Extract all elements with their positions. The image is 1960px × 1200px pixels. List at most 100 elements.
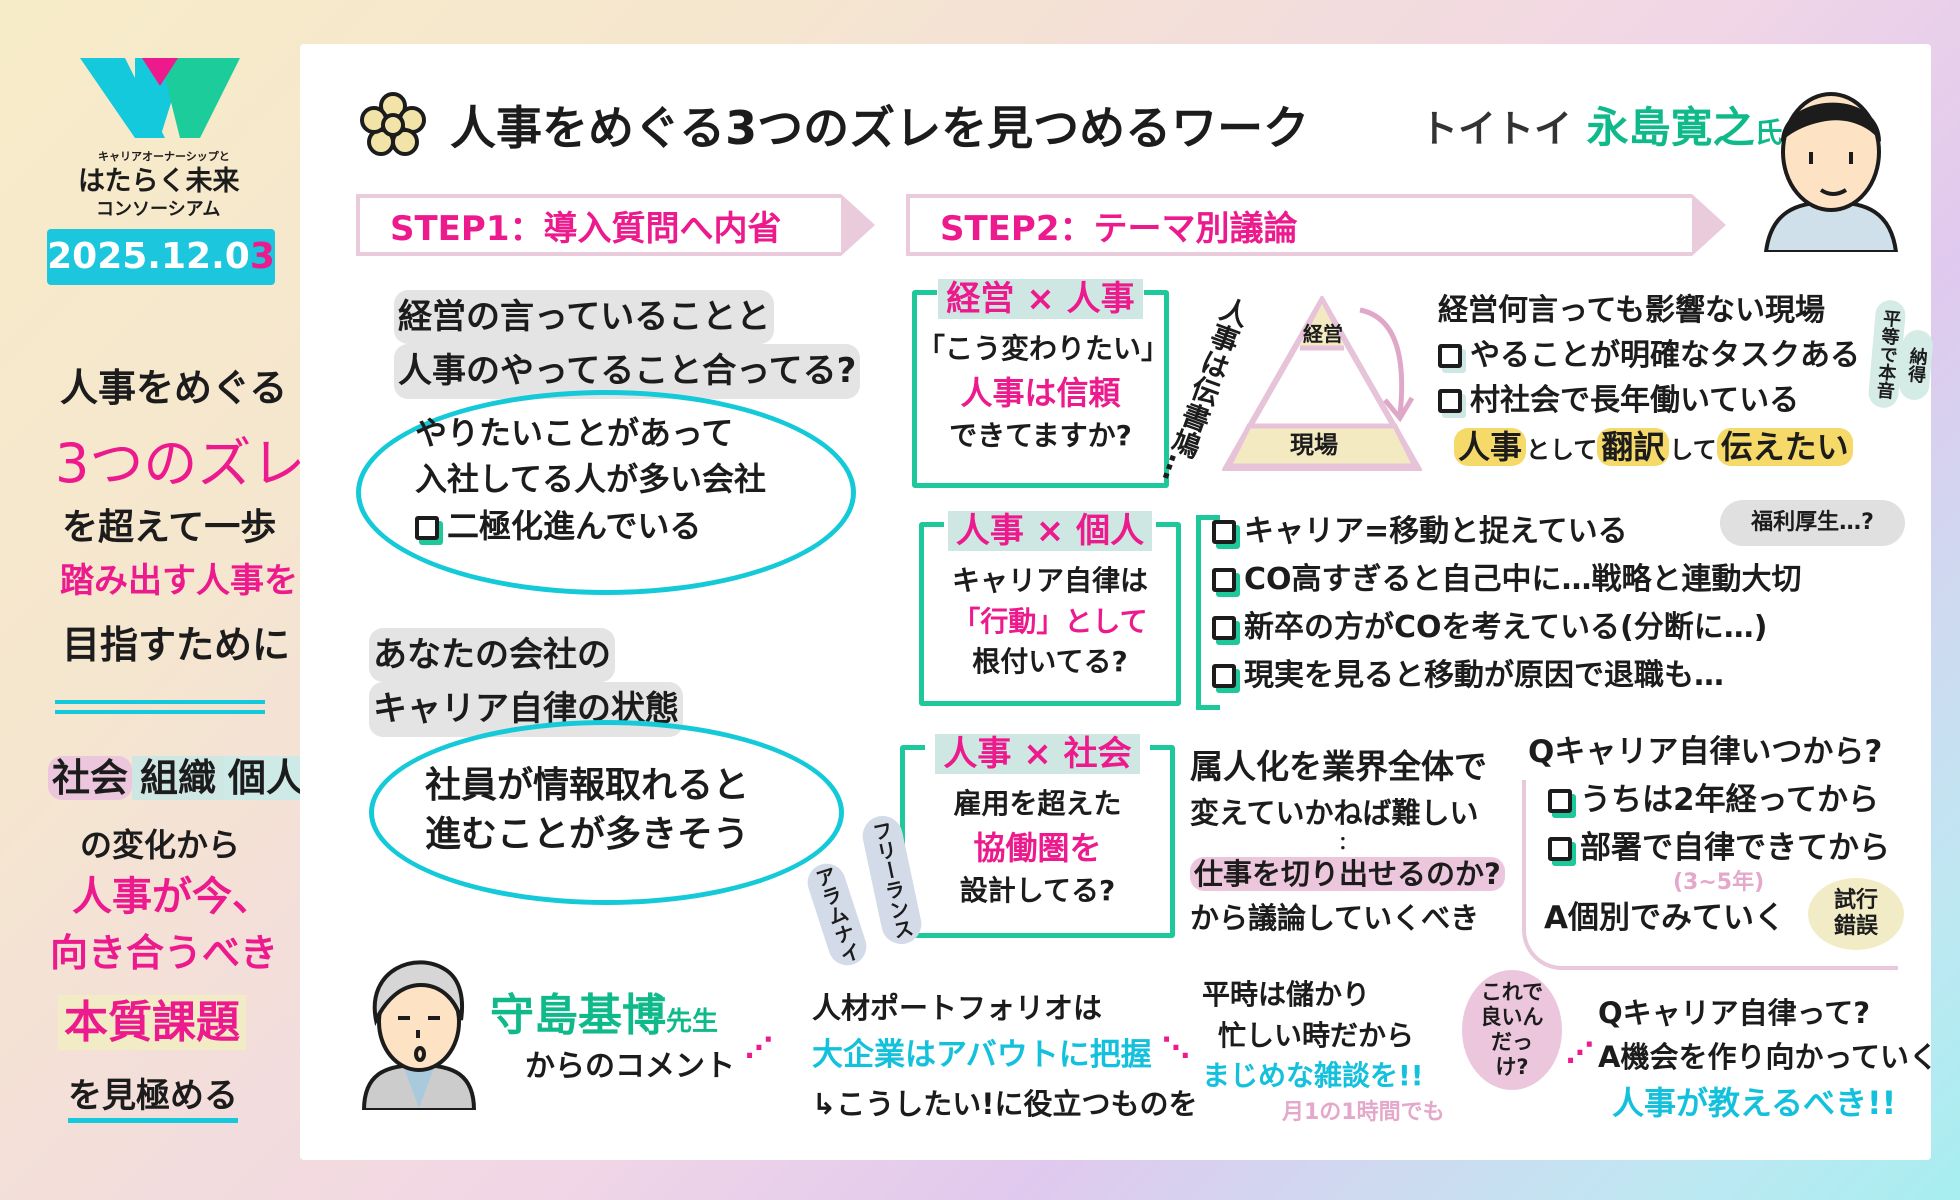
c0: 人事	[1454, 428, 1527, 466]
discussion-line: から議論していくべき	[1190, 900, 1480, 935]
flower-icon	[360, 92, 426, 156]
theme-box-management-hr: 経営 × 人事 「こう変わりたい」人事は信頼できてますか?	[912, 271, 1170, 488]
theme-title-text: 人事 × 個人	[947, 511, 1153, 551]
dots-connector: ⋰	[1566, 1036, 1594, 1069]
notes-conclusion: 人事として翻訳して伝えたい	[1454, 423, 1860, 471]
question-bubble: これで良いんだっけ?	[1462, 970, 1562, 1090]
org-main: はたらく未来	[78, 166, 240, 197]
professor-avatar	[361, 960, 477, 1110]
checkbox-icon	[1438, 389, 1462, 413]
theme-line: 「こう変わりたい」	[917, 332, 1170, 365]
answer-ellipse-2	[369, 720, 844, 905]
pyramid-diagram	[1222, 296, 1422, 471]
notes-item-text: 村社会で長年働いている	[1470, 383, 1800, 418]
theme-line: 設計してる?	[959, 873, 1116, 907]
headline-2: 3つのズレ	[55, 432, 306, 495]
theme-line: 雇用を超えた	[953, 787, 1122, 820]
theme-line: キャリア自律は	[951, 564, 1148, 597]
divider	[55, 700, 265, 714]
comment-line: ↳こうしたい!に役立つものを	[812, 1086, 1198, 1121]
professor-comment: 人材ポートフォリオは 大企業はアバウトに把握 ↳こうしたい!に役立つものを	[812, 985, 1198, 1127]
qa2-answer: A機会を作り向かっていく	[1598, 1039, 1938, 1074]
theme-line-highlight: 「行動」として	[952, 604, 1148, 638]
pyramid-bottom: 現場	[1290, 431, 1338, 459]
canvas-card	[300, 44, 1931, 1160]
headline-3: を超えて一歩	[62, 507, 277, 548]
c1: として	[1526, 436, 1598, 464]
q1-line-2: 人事のやってること合ってる?	[394, 344, 861, 399]
headline-9: 本質課題	[58, 995, 246, 1050]
headline-4: 踏み出す人事を	[60, 561, 298, 601]
theme-box-hr-society: 人事 × 社会 雇用を超えた協働圏を設計してる?	[900, 726, 1175, 938]
a1-line-2: 入社してる人が多い会社	[415, 460, 767, 499]
qa1-item: うちは2年経ってから	[1548, 776, 1890, 824]
checklist-item: キャリア=移動と捉えている	[1212, 508, 1802, 556]
theme-line-highlight: 人事は信頼	[960, 373, 1121, 412]
checklist-item: 現実を見ると移動が原因で退職も…	[1212, 652, 1802, 700]
professor-sub: からのコメント	[525, 1049, 735, 1084]
checklist-text: 新卒の方がCOを考えている(分断に…)	[1244, 610, 1768, 645]
professor-name: 守島基博先生	[490, 988, 718, 1043]
middle-line-highlight: まじめな雑談を!!	[1202, 1059, 1424, 1093]
q1-line-1: 経営の言っていることと	[394, 290, 775, 345]
date-last: 3	[249, 236, 275, 277]
discussion-highlight: 仕事を切り出せるのか?	[1190, 857, 1505, 891]
step2-banner: STEP2：テーマ別議論	[906, 194, 1726, 256]
discussion-notes: 属人化を業界全体で 変えていかねば難しい ： 仕事を切り出せるのか? から議論し…	[1190, 742, 1505, 940]
tags: 社会組織個人	[48, 755, 309, 803]
checklist-item: CO高すぎると自己中に…戦略と連動大切	[1212, 556, 1802, 604]
qa1-bracket	[1522, 780, 1898, 970]
org-tail: コンソーシアム	[96, 199, 221, 220]
headline-1: 人事をめぐる	[60, 366, 288, 410]
theme-line: できてますか?	[949, 418, 1132, 452]
step2-label: STEP2：テーマ別議論	[940, 208, 1298, 249]
top-right-notes: 経営何言っても影響ない現場 やることが明確なタスクある 村社会で長年働いている …	[1438, 288, 1860, 471]
discussion-line: 仕事を切り出せるのか?	[1190, 853, 1505, 897]
a1-line-3: 二極化進んでいる	[415, 503, 766, 549]
notes-heading: 経営何言っても影響ない現場	[1438, 293, 1825, 328]
step1-banner: STEP1：導入質問へ内省	[356, 194, 875, 256]
qa1-question: Qキャリア自律いつから?	[1528, 734, 1883, 770]
checklist: キャリア=移動と捉えている CO高すぎると自己中に…戦略と連動大切 新卒の方がC…	[1212, 508, 1802, 700]
q2-line-1: あなたの会社の	[369, 628, 615, 683]
step1-label: STEP1：導入質問へ内省	[390, 208, 782, 249]
qa1-item-text: うちは2年経ってから	[1580, 782, 1880, 819]
theme-line-highlight: 協働圏を	[973, 828, 1102, 867]
answer-ellipse-1	[356, 390, 856, 595]
date-main: 2025.12.0	[47, 236, 250, 277]
c3: して	[1669, 436, 1717, 464]
headline-10: を見極める	[68, 1075, 238, 1123]
headline-7: 人事が今、	[72, 874, 272, 920]
qa1-answer: A個別でみていく	[1544, 900, 1785, 937]
theme-title: 人事 × 個人	[944, 503, 1156, 552]
speaker-suffix: 氏	[1754, 116, 1783, 149]
comment-line-highlight: 大企業はアバウトに把握	[812, 1037, 1152, 1074]
checklist-text: キャリア=移動と捉えている	[1244, 514, 1628, 549]
tag-society: 社会	[48, 756, 133, 800]
speaker-prefix: トイトイ	[1420, 107, 1573, 151]
theme-title: 人事 × 社会	[925, 726, 1150, 775]
a1-line-3-text: 二極化進んでいる	[447, 506, 702, 545]
checkbox-icon	[1212, 664, 1236, 688]
checkbox-icon	[1212, 616, 1236, 640]
dots-connector: ⋱	[1162, 1031, 1190, 1064]
discussion-line: 変えていかねば難しい	[1190, 795, 1479, 830]
discussion-line: ：	[1338, 833, 1357, 854]
checklist-text: CO高すぎると自己中に…戦略と連動大切	[1244, 562, 1802, 597]
theme-title: 経営 × 人事	[937, 271, 1144, 320]
qa2-highlight: 人事が教えるべき!!	[1612, 1084, 1897, 1122]
dots-connector: ⋰	[745, 1031, 773, 1064]
qa1-item: 部署で自律できてから	[1548, 824, 1890, 872]
checkbox-icon	[415, 515, 439, 540]
checkbox-icon	[1438, 344, 1462, 368]
speaker-avatar	[1763, 92, 1899, 252]
discussion-line: 属人化を業界全体で	[1190, 747, 1487, 786]
org-sub: キャリアオーナーシップと	[98, 150, 230, 163]
page-title: 人事をめぐる3つのズレを見つめるワーク	[450, 101, 1310, 155]
sidebar: キャリアオーナーシップと はたらく未来 コンソーシアム 2025.12.03 人…	[0, 0, 309, 1200]
welfare-bubble: 福利厚生…?	[1720, 500, 1905, 546]
headline-8: 向き合うべき	[50, 931, 279, 975]
theme-box-hr-individual: 人事 × 個人 キャリア自律は「行動」として根付いてる?	[919, 503, 1181, 706]
qa1-item-text: 部署で自律できてから	[1580, 830, 1890, 867]
pyramid-top: 経営	[1303, 322, 1343, 346]
